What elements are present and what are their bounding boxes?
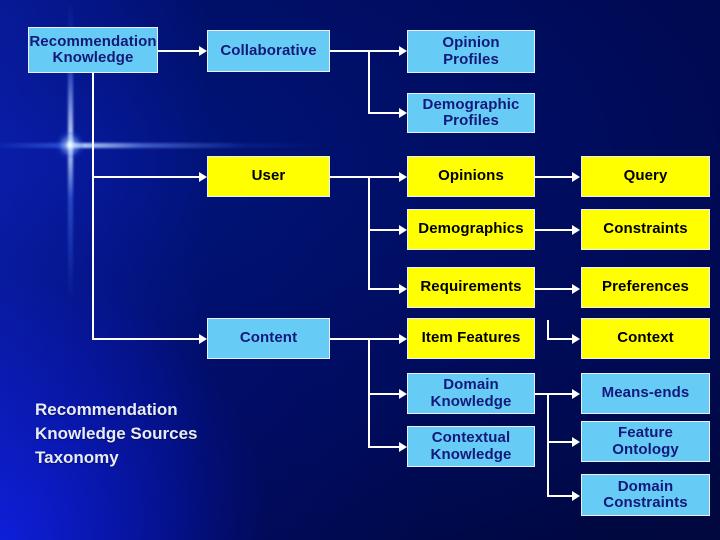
connector-user-to-demographics [368, 229, 400, 231]
connector-user-spine [368, 176, 370, 289]
node-user[interactable]: User [207, 156, 330, 197]
arrow-trunk-to-content [199, 334, 207, 344]
connector-collaborative-to-demographic-profiles [368, 112, 400, 114]
node-preferences-label: Preferences [602, 278, 689, 296]
node-feature-ontology[interactable]: Feature Ontology [581, 421, 710, 462]
arrow-to-item-features [399, 334, 407, 344]
node-opinions-label: Opinions [438, 167, 504, 185]
arrow-to-preferences [572, 284, 580, 294]
arrow-to-opinion-profiles [399, 46, 407, 56]
node-user-label: User [251, 167, 286, 185]
node-domain-constraints-label: Domain Constraints [603, 477, 688, 511]
node-demographics[interactable]: Demographics [407, 209, 535, 250]
connector-user-to-opinions [368, 176, 400, 178]
connector-root-to-collaborative [158, 50, 200, 52]
star-glow-core [56, 131, 84, 159]
node-item-features[interactable]: Item Features [407, 318, 535, 359]
arrow-trunk-to-user [199, 172, 207, 182]
node-demographic-profiles[interactable]: Demographic Profiles [407, 93, 535, 133]
slide-caption: Recommendation Knowledge Sources Taxonom… [35, 400, 198, 468]
arrow-root-to-collaborative [199, 46, 207, 56]
connector-content-to-contextual-knowledge [368, 446, 400, 448]
node-requirements[interactable]: Requirements [407, 267, 535, 308]
node-constraints-label: Constraints [603, 220, 688, 238]
node-root[interactable]: Recommendation Knowledge [28, 27, 158, 73]
connector-root-trunk [92, 73, 94, 339]
arrow-to-query [572, 172, 580, 182]
connector-collaborative-out [330, 50, 370, 52]
node-demographic-profiles-label: Demographic Profiles [422, 95, 520, 129]
connector-trunk-to-content [92, 338, 200, 340]
node-domain-knowledge-label: Domain Knowledge [430, 376, 512, 410]
connector-domain-knowledge-out [535, 393, 549, 395]
star-glow-horizontal [0, 143, 330, 148]
node-collaborative[interactable]: Collaborative [207, 30, 330, 72]
node-requirements-label: Requirements [420, 278, 522, 296]
arrow-to-requirements [399, 284, 407, 294]
node-means-ends-label: Means-ends [601, 384, 690, 402]
connector-content-out [330, 338, 370, 340]
node-opinions[interactable]: Opinions [407, 156, 535, 197]
node-contextual-knowledge[interactable]: Contextual Knowledge [407, 426, 535, 467]
node-root-label: Recommendation Knowledge [29, 32, 157, 66]
connector-opinions-out [535, 176, 549, 178]
connector-domain-knowledge-to-feature-ontology [547, 441, 574, 443]
node-contextual-knowledge-label: Contextual Knowledge [430, 429, 512, 463]
node-content-label: Content [239, 329, 298, 347]
arrow-to-constraints [572, 225, 580, 235]
node-domain-constraints[interactable]: Domain Constraints [581, 474, 710, 516]
node-constraints[interactable]: Constraints [581, 209, 710, 250]
arrow-to-contextual-knowledge [399, 442, 407, 452]
node-query[interactable]: Query [581, 156, 710, 197]
node-domain-knowledge[interactable]: Domain Knowledge [407, 373, 535, 414]
connector-requirements-to-preferences [535, 288, 574, 290]
arrow-to-context [572, 334, 580, 344]
node-context[interactable]: Context [581, 318, 710, 359]
connector-domain-knowledge-to-means-ends [547, 393, 574, 395]
connector-collaborative-spine [368, 50, 370, 113]
connector-domain-knowledge-spine [547, 393, 549, 496]
arrow-to-demographics [399, 225, 407, 235]
arrow-to-feature-ontology [572, 437, 580, 447]
connector-demographics-to-constraints [535, 229, 574, 231]
connector-content-to-item-features [368, 338, 400, 340]
node-opinion-profiles-label: Opinion Profiles [442, 34, 500, 68]
connector-collaborative-to-opinion-profiles [368, 50, 400, 52]
connector-user-out [330, 176, 370, 178]
node-item-features-label: Item Features [421, 329, 521, 347]
arrow-to-demographic-profiles [399, 108, 407, 118]
node-query-label: Query [623, 167, 668, 185]
node-demographics-label: Demographics [418, 220, 524, 238]
arrow-to-means-ends [572, 389, 580, 399]
node-content[interactable]: Content [207, 318, 330, 359]
background-left-band [0, 0, 208, 540]
connector-content-to-domain-knowledge [368, 393, 400, 395]
connector-opinions-to-query [547, 176, 574, 178]
node-feature-ontology-label: Feature Ontology [612, 424, 679, 458]
connector-trunk-to-user [92, 176, 200, 178]
connector-item-features-to-context [547, 338, 574, 340]
connector-item-features-spine [547, 320, 549, 340]
arrow-to-opinions [399, 172, 407, 182]
node-preferences[interactable]: Preferences [581, 267, 710, 308]
node-context-label: Context [617, 329, 674, 347]
arrow-to-domain-knowledge [399, 389, 407, 399]
connector-domain-knowledge-to-domain-constraints [547, 495, 574, 497]
node-opinion-profiles[interactable]: Opinion Profiles [407, 30, 535, 73]
connector-user-to-requirements [368, 288, 400, 290]
node-collaborative-label: Collaborative [220, 41, 317, 59]
arrow-to-domain-constraints [572, 491, 580, 501]
node-means-ends[interactable]: Means-ends [581, 373, 710, 414]
